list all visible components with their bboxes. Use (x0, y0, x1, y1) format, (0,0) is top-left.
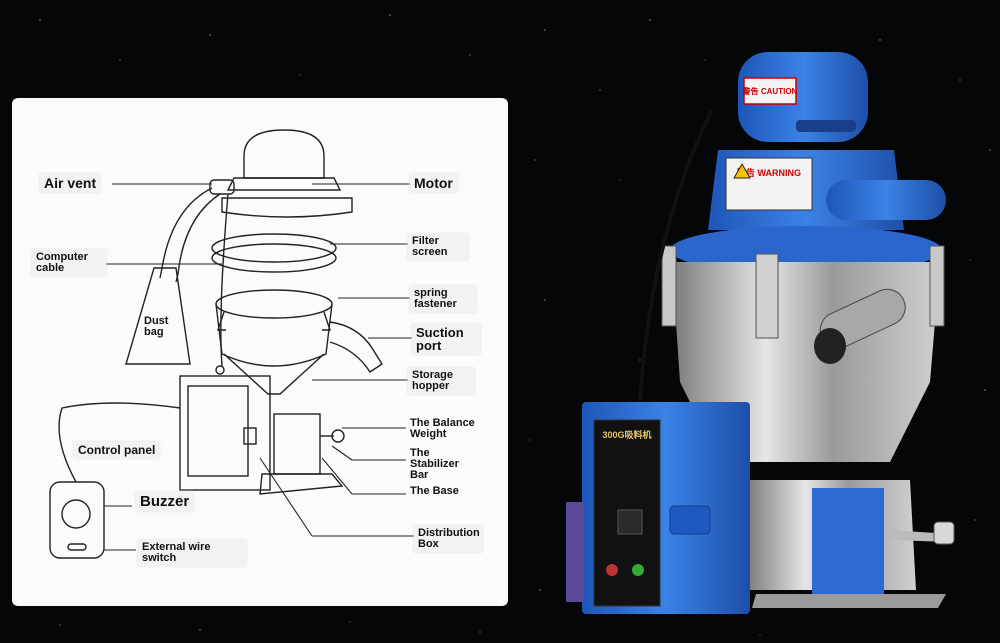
motor-cap (738, 52, 868, 142)
computer-cable-label: Computer cable (32, 250, 106, 276)
air-vent-label: Air vent (40, 174, 101, 192)
machine-photo: 警告 CAUTION 警告 WARNING 300G吸料机 (566, 52, 955, 614)
warning-text: 警告 WARNING (737, 167, 801, 178)
power-cable (638, 109, 714, 401)
balance-weight (933, 521, 955, 545)
control-panel-label: Control panel (74, 442, 160, 458)
buzzer-label: Buzzer (136, 492, 194, 511)
side-panel (812, 488, 884, 598)
filter-screen-label: Filter screen (408, 234, 468, 260)
storage-hopper-label: Storage hopper (408, 368, 474, 394)
external-wire-switch-label: External wire switch (138, 540, 246, 566)
motor-label: Motor (410, 174, 457, 192)
suction-port-label: Suction port (412, 324, 480, 354)
spring-clip (755, 253, 779, 339)
warning-sticker (725, 157, 813, 211)
dust-bag-label: Dust bag (144, 315, 169, 338)
panel-title: 300G吸料机 (602, 429, 651, 440)
balance-weight-label: The Balance Weight (410, 417, 475, 440)
distribution-box-label: Distribution Box (414, 526, 482, 552)
caution-sticker (743, 77, 797, 105)
box-latch[interactable] (669, 505, 711, 535)
diagram-panel: Air vent Motor Computer cable Filter scr… (12, 98, 508, 606)
stabilizer-bar-label: The Stabilizer Bar (410, 447, 459, 481)
line-drawing (49, 129, 414, 559)
caution-text: 警告 CAUTION (742, 86, 798, 96)
exhaust-pipe (826, 180, 946, 220)
the-base-label: The Base (410, 485, 459, 497)
spring-fastener-label: spring fastener (410, 286, 476, 312)
